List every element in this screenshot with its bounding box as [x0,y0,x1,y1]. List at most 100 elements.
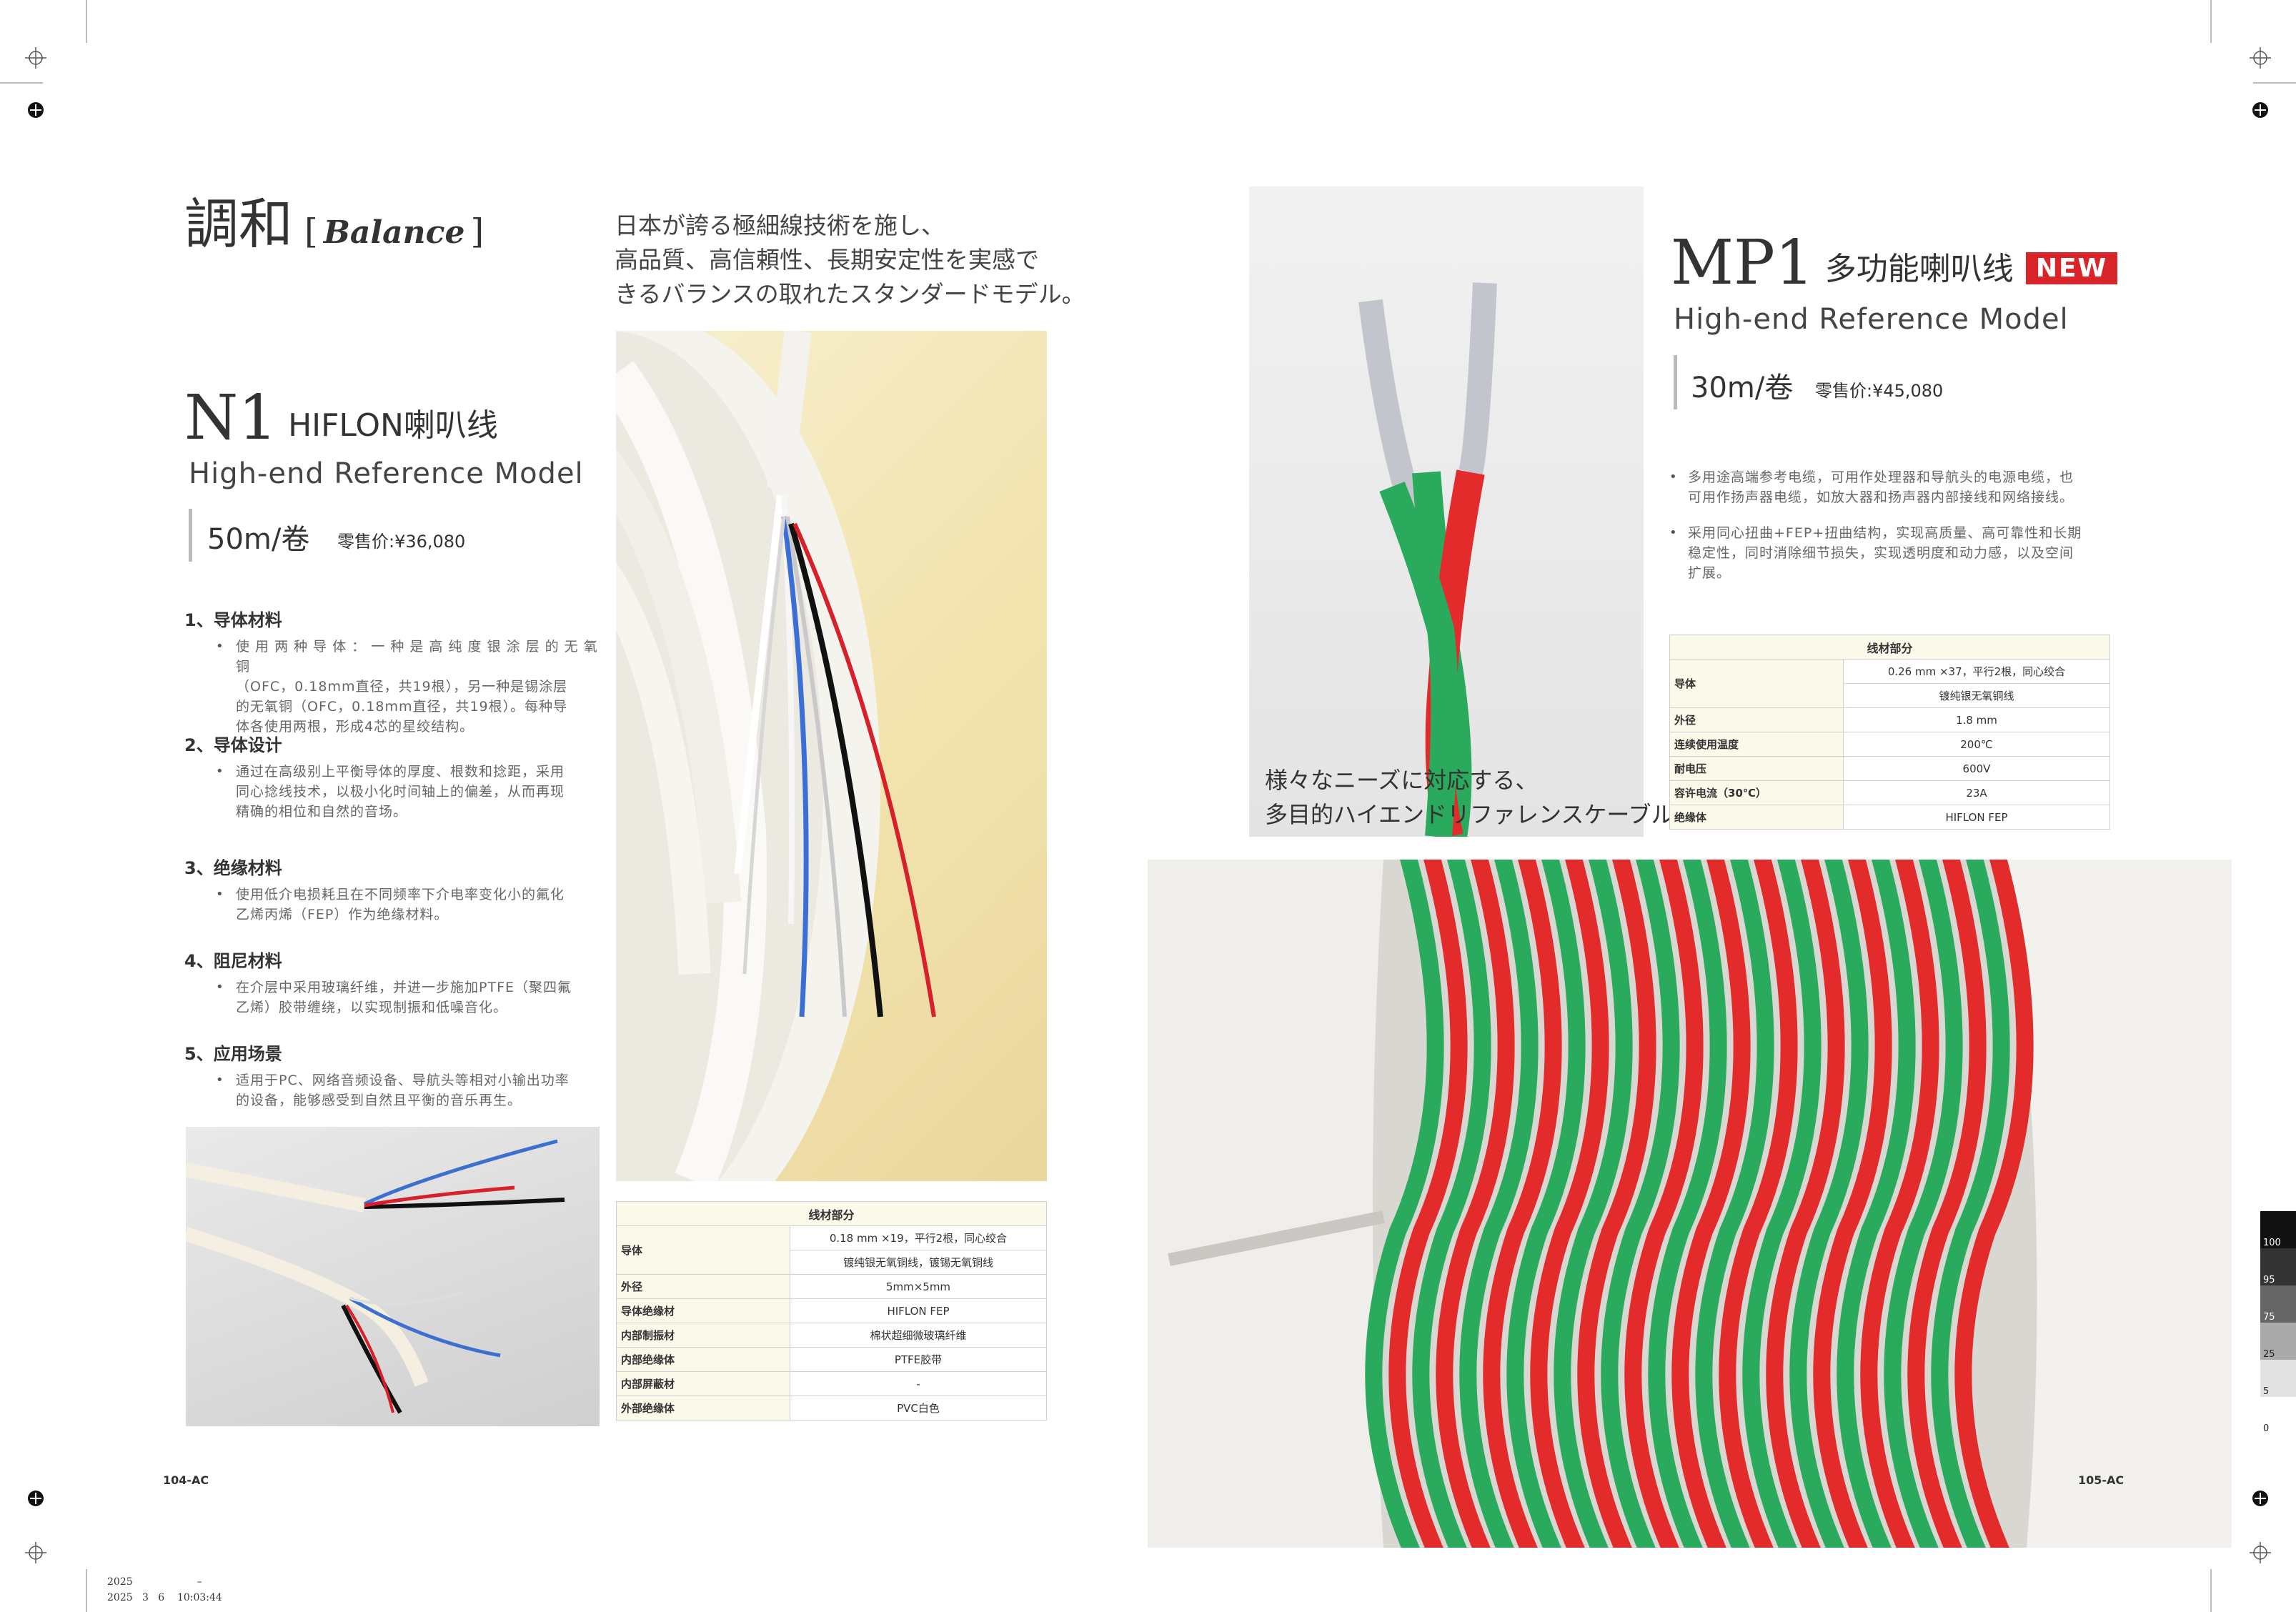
registration-mark-icon [25,47,46,69]
section-4: 4、阻尼材料 • 在介层中采用玻璃纤维，并进一步施加PTFE（聚四氟 乙烯）胶带… [184,951,572,1015]
product-subtitle: High-end Reference Model [1674,303,2069,336]
spool-wire [1554,860,1633,1548]
table-key: 内部绝缘体 [616,1347,790,1372]
spool-wire [1837,860,1916,1548]
spool-wire [1789,860,1869,1548]
spool-wire [1884,860,1963,1548]
spool-wire [1813,860,1892,1548]
crop-mark [2210,1569,2212,1612]
crop-mark [86,0,87,43]
spool-wire [1931,860,2010,1548]
red-green-spool-illustration [1148,860,2232,1548]
table-key: 连续使用温度 [1669,732,1844,757]
spool-wire [1459,860,1539,1548]
mp1-twisted-cable-illustration [1358,282,1497,837]
spool-wire [1671,860,1751,1548]
mp1-cable-photo [1249,186,1644,837]
spool-wire [1766,860,1845,1548]
registration-dot-icon [2252,1491,2268,1506]
grayscale-strip: 100 95 75 25 5 0 [2260,1211,2296,1434]
product-length: 50m/卷 [207,523,310,556]
table-key: 外径 [616,1274,790,1299]
table-key: 外部绝缘体 [616,1395,790,1421]
page-number-left: 104-AC [163,1473,209,1487]
section-5: 5、应用场景 • 适用于PC、网络音频设备、导航头等相对小输出功率 的设备，能够… [184,1044,570,1108]
print-date: 2025– 2025 3 6 10:03:44 [107,1576,222,1603]
table-value: 镀纯银无氧铜线，镀锡无氧铜线 [790,1250,1047,1275]
spool-wire [1412,860,1491,1548]
spool-wire [1601,860,1680,1548]
spool-wire [1365,860,1444,1548]
registration-mark-icon [2250,1542,2271,1563]
registration-dot-icon [2252,102,2268,118]
product-heading-mp1: MP1 多功能喇叭线 NEW [1671,227,2118,299]
cable-spool-photo [616,331,1047,1181]
spool-wire [1506,860,1586,1548]
crop-mark [0,82,43,84]
jp-caption: 様々なニーズに対応する、 多目的ハイエンドリファレンスケーブル。 [1265,767,1697,828]
spool-wire [1742,860,1822,1548]
table-key: 导体 [1669,659,1844,708]
table-key: 导体绝缘材 [616,1298,790,1323]
table-value: - [790,1371,1047,1396]
spool-wire [1648,860,1727,1548]
new-badge: NEW [2025,252,2118,284]
product-subtitle: High-end Reference Model [189,457,584,490]
accent-bar [1674,355,1677,409]
crop-mark [86,1569,87,1612]
registration-mark-icon [25,1542,46,1563]
list-item: • 多用途高端参考电缆，可用作处理器和导航头的电源电缆，也 可用作扬声器电缆，如… [1669,469,2074,505]
spool-wire [1436,860,1515,1548]
registration-dot-icon [28,1491,44,1506]
registration-mark-icon [2250,47,2271,69]
table-key: 容许电流（30℃） [1669,780,1844,805]
table-value: 1.8 mm [1843,707,2110,732]
section-3: 3、绝缘材料 • 使用低介电损耗且在不同频率下介电率变化小的氟化 乙烯丙烯（FE… [184,858,565,922]
table-value: PTFE胶带 [790,1347,1047,1372]
white-cable-illustration [616,331,936,1181]
spool-wire [1695,860,1774,1548]
spool-wire [1530,860,1609,1548]
cable-ends-photo [186,1127,600,1426]
spool-wire [1954,860,2034,1548]
product-heading-n1: N1 HIFLON喇叭线 [184,382,498,454]
table-key: 耐电压 [1669,756,1844,781]
table-value: 0.18 mm ×19，平行2根，同心绞合 [790,1225,1047,1250]
spool-wire [1624,860,1704,1548]
mp1-bullets: • 多用途高端参考电缆，可用作处理器和导航头的电源电缆，也 可用作扬声器电缆，如… [1669,467,2112,583]
spool-wire [1860,860,1939,1548]
table-key: 导体 [616,1225,790,1275]
page-number-right: 105-AC [2078,1473,2124,1487]
spec-sections: 1、导体材料 • 使 用 两 种 导 体 ： 一 种 是 高 纯 度 银 涂 层… [184,606,599,1118]
mp1-spool-photo [1148,860,2232,1548]
spool-wire [1388,860,1468,1548]
table-title: 线材部分 [616,1201,1047,1226]
table-title: 线材部分 [1669,635,2110,660]
product-price: 零售价:¥45,080 [1815,381,1944,401]
table-key: 绝缘体 [1669,805,1844,830]
table-value: 镀纯银无氧铜线 [1843,683,2110,708]
cable-ends-illustration [186,1139,565,1414]
spool-wire [1483,860,1562,1548]
jp-tagline: 日本が誇る極細線技術を施し、 高品質、高信頼性、長期安定性を実感で きるバランス… [615,212,1085,308]
section-2: 2、导体设计 • 通过在高级别上平衡导体的厚度、根数和捻距，采用 同心捻线技术，… [184,735,565,820]
table-key: 外径 [1669,707,1844,732]
crop-mark [2253,82,2296,84]
product-price: 零售价:¥36,080 [337,532,466,552]
product-length: 30m/卷 [1691,372,1794,404]
list-item: • 采用同心扭曲+FEP+扭曲结构，实现高质量、高可靠性和长期 稳定性，同时消除… [1669,525,2082,581]
table-value: 0.26 mm ×37，平行2根，同心绞合 [1843,659,2110,684]
accent-bar [189,509,192,562]
table-value: 600V [1843,756,2110,781]
table-value: 23A [1843,780,2110,805]
table-value: 200℃ [1843,732,2110,757]
registration-dot-icon [28,102,44,118]
table-value: 5mm×5mm [790,1274,1047,1299]
title-en: Balance [323,214,465,251]
table-value: HIFLON FEP [790,1298,1047,1323]
table-value: 棉状超细微玻璃纤维 [790,1323,1047,1348]
page-title: 調和[Balance] [184,192,484,256]
section-1: 1、导体材料 • 使 用 两 种 导 体 ： 一 种 是 高 纯 度 银 涂 层… [184,610,598,735]
